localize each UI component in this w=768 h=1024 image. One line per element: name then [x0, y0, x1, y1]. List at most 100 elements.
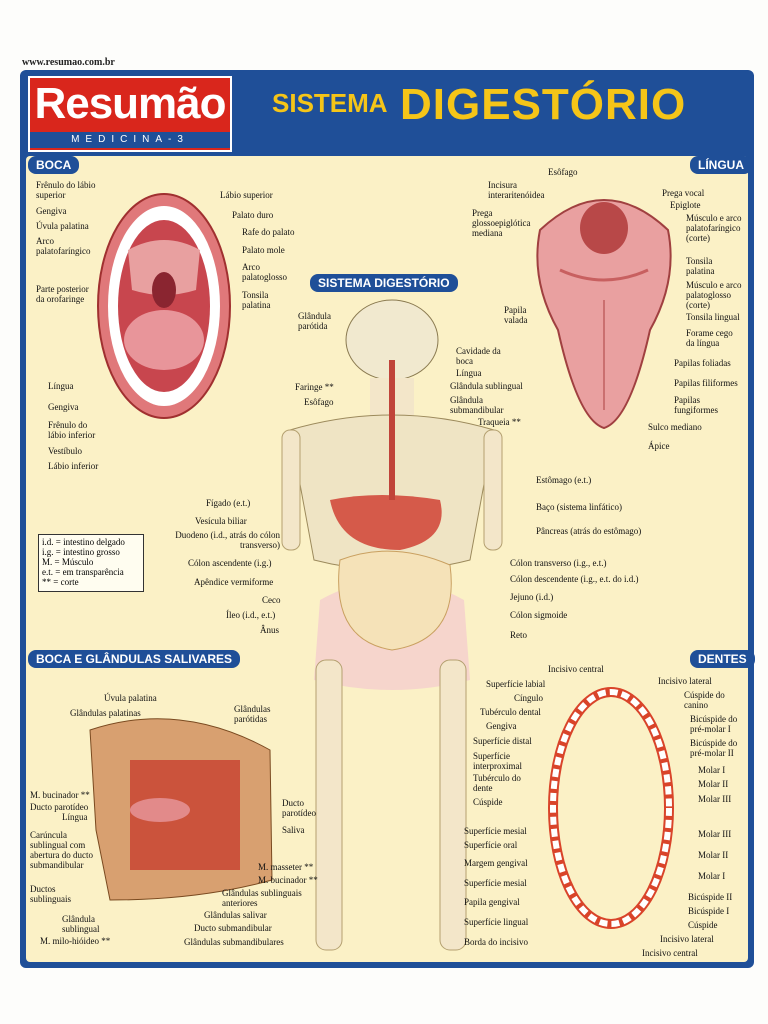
- label: Baço (sistema linfático): [536, 502, 622, 512]
- label: Molar III: [698, 794, 732, 804]
- label: Traqueia **: [478, 417, 521, 427]
- label: Superfície labial: [486, 679, 546, 689]
- label: Superfície mesial: [464, 826, 527, 836]
- label: M. bucinador **: [258, 875, 318, 885]
- label: Bicúspide II: [688, 892, 733, 902]
- label: Arco palatofaríngico: [36, 236, 91, 256]
- dental-arch-illustration: [548, 687, 674, 929]
- section-sistema: SISTEMA DIGESTÓRIO: [310, 274, 458, 292]
- brand-logo: Resumão MEDICINA-3: [28, 76, 232, 152]
- label: Arco palatoglosso: [242, 262, 287, 282]
- label: Sulco mediano: [648, 422, 702, 432]
- logo-wordmark: Resumão: [34, 79, 226, 128]
- label: Glândula submandibular: [450, 395, 504, 415]
- label: Ducto submandibular: [194, 923, 272, 933]
- label: Epiglote: [670, 200, 701, 210]
- label: Tonsila lingual: [686, 312, 740, 322]
- title-part-2: DIGESTÓRIO: [400, 80, 687, 129]
- label: Cólon descendente (i.g., e.t. do i.d.): [510, 574, 639, 584]
- label: Frênulo do lábio superior: [36, 180, 96, 200]
- label: Prega glossoepiglótica mediana: [472, 208, 531, 238]
- label: Tonsila palatina: [242, 290, 271, 310]
- label: Cúspide: [473, 797, 503, 807]
- label: Carúncula sublingual com abertura do duc…: [30, 830, 93, 870]
- label: Papilas fungiformes: [674, 395, 718, 415]
- label: Vestíbulo: [48, 446, 83, 456]
- label: Molar I: [698, 871, 726, 881]
- label: Jejuno (i.d.): [510, 592, 554, 602]
- label: Glândulas sublinguais anteriores: [222, 888, 302, 908]
- label: Ceco: [262, 595, 281, 605]
- label: Língua: [456, 368, 482, 378]
- label: Glândula sublingual: [62, 914, 100, 934]
- label: Glândula parótida: [298, 311, 331, 331]
- label: Gengiva: [48, 402, 79, 412]
- label: Margem gengival: [464, 858, 528, 868]
- label: Músculo e arco palatoglosso (corte): [686, 280, 742, 310]
- label: Ductos sublinguais: [30, 884, 72, 904]
- label: Esôfago: [548, 167, 578, 177]
- legend-item: M. = Músculo: [42, 557, 94, 567]
- label: Ápice: [648, 441, 670, 451]
- label: Cúspide do canino: [684, 690, 725, 710]
- label: Cíngulo: [514, 693, 544, 703]
- label: Papila valada: [504, 305, 528, 325]
- label: Tubérculo do dente: [473, 773, 521, 793]
- label: Incisivo central: [642, 948, 698, 958]
- label: Lábio inferior: [48, 461, 99, 471]
- logo-subtitle: MEDICINA-3: [30, 132, 230, 148]
- label: Saliva: [282, 825, 305, 835]
- label: Molar II: [698, 850, 729, 860]
- label: Tonsila palatina: [686, 256, 715, 276]
- label: Cólon sigmoide: [510, 610, 568, 620]
- label: M. bucinador **: [30, 790, 90, 800]
- title-part-1: SISTEMA: [272, 88, 388, 118]
- label: Superfície mesial: [464, 878, 527, 888]
- label: Bicúspide do pré-molar II: [690, 738, 738, 758]
- label: Molar II: [698, 779, 729, 789]
- label: Palato duro: [232, 210, 274, 220]
- mouth-illustration: [97, 193, 231, 419]
- section-glandulas: BOCA E GLÂNDULAS SALIVARES: [28, 650, 241, 668]
- label: Vesícula biliar: [195, 516, 247, 526]
- label: Bicúspide do pré-molar I: [690, 714, 738, 734]
- label: Duodeno (i.d., atrás do cólon transverso…: [175, 530, 280, 550]
- label: Gengiva: [36, 206, 67, 216]
- label: Glândulas submandibulares: [184, 937, 284, 947]
- website-url: www.resumao.com.br: [22, 57, 115, 68]
- label: Incisura interaritenóidea: [488, 180, 545, 200]
- label: Estômago (e.t.): [536, 475, 592, 485]
- label: Glândulas parótidas: [234, 704, 271, 724]
- label: Ducto parotídeo: [282, 798, 316, 818]
- label: Molar I: [698, 765, 726, 775]
- label: Superfície oral: [464, 840, 518, 850]
- label: Superfície interproximal: [473, 751, 522, 771]
- label: Papilas filiformes: [674, 378, 738, 388]
- label: Cólon transverso (i.g., e.t.): [510, 558, 607, 568]
- label: Papilas foliadas: [674, 358, 731, 368]
- label: Fígado (e.t.): [206, 498, 251, 508]
- label: Prega vocal: [662, 188, 705, 198]
- label: Cavidade da boca: [456, 346, 501, 366]
- label: Gengiva: [486, 721, 517, 731]
- label: M. milo-hióideo **: [40, 936, 111, 946]
- salivary-glands-illustration: [89, 718, 273, 901]
- label: Faringe **: [295, 382, 334, 392]
- label: Íleo (i.d., e.t.): [226, 610, 276, 620]
- legend-item: i.d. = intestino delgado: [42, 537, 125, 547]
- label: Cólon ascendente (i.g.): [188, 558, 272, 568]
- label: Palato mole: [242, 245, 285, 255]
- label: Frênulo do lábio inferior: [48, 420, 96, 440]
- label: Molar III: [698, 829, 732, 839]
- label: Papila gengival: [464, 897, 520, 907]
- label: M. masseter **: [258, 862, 314, 872]
- label: Tubérculo dental: [480, 707, 541, 717]
- tongue-illustration: [536, 199, 672, 430]
- label: Parte posterior da orofaringe: [36, 284, 89, 304]
- label: Úvula palatina: [36, 221, 89, 231]
- section-boca: BOCA: [28, 156, 80, 174]
- skeleton-illustration: [281, 299, 503, 951]
- section-lingua: LÍNGUA: [690, 156, 752, 174]
- label: Apêndice vermiforme: [194, 577, 274, 587]
